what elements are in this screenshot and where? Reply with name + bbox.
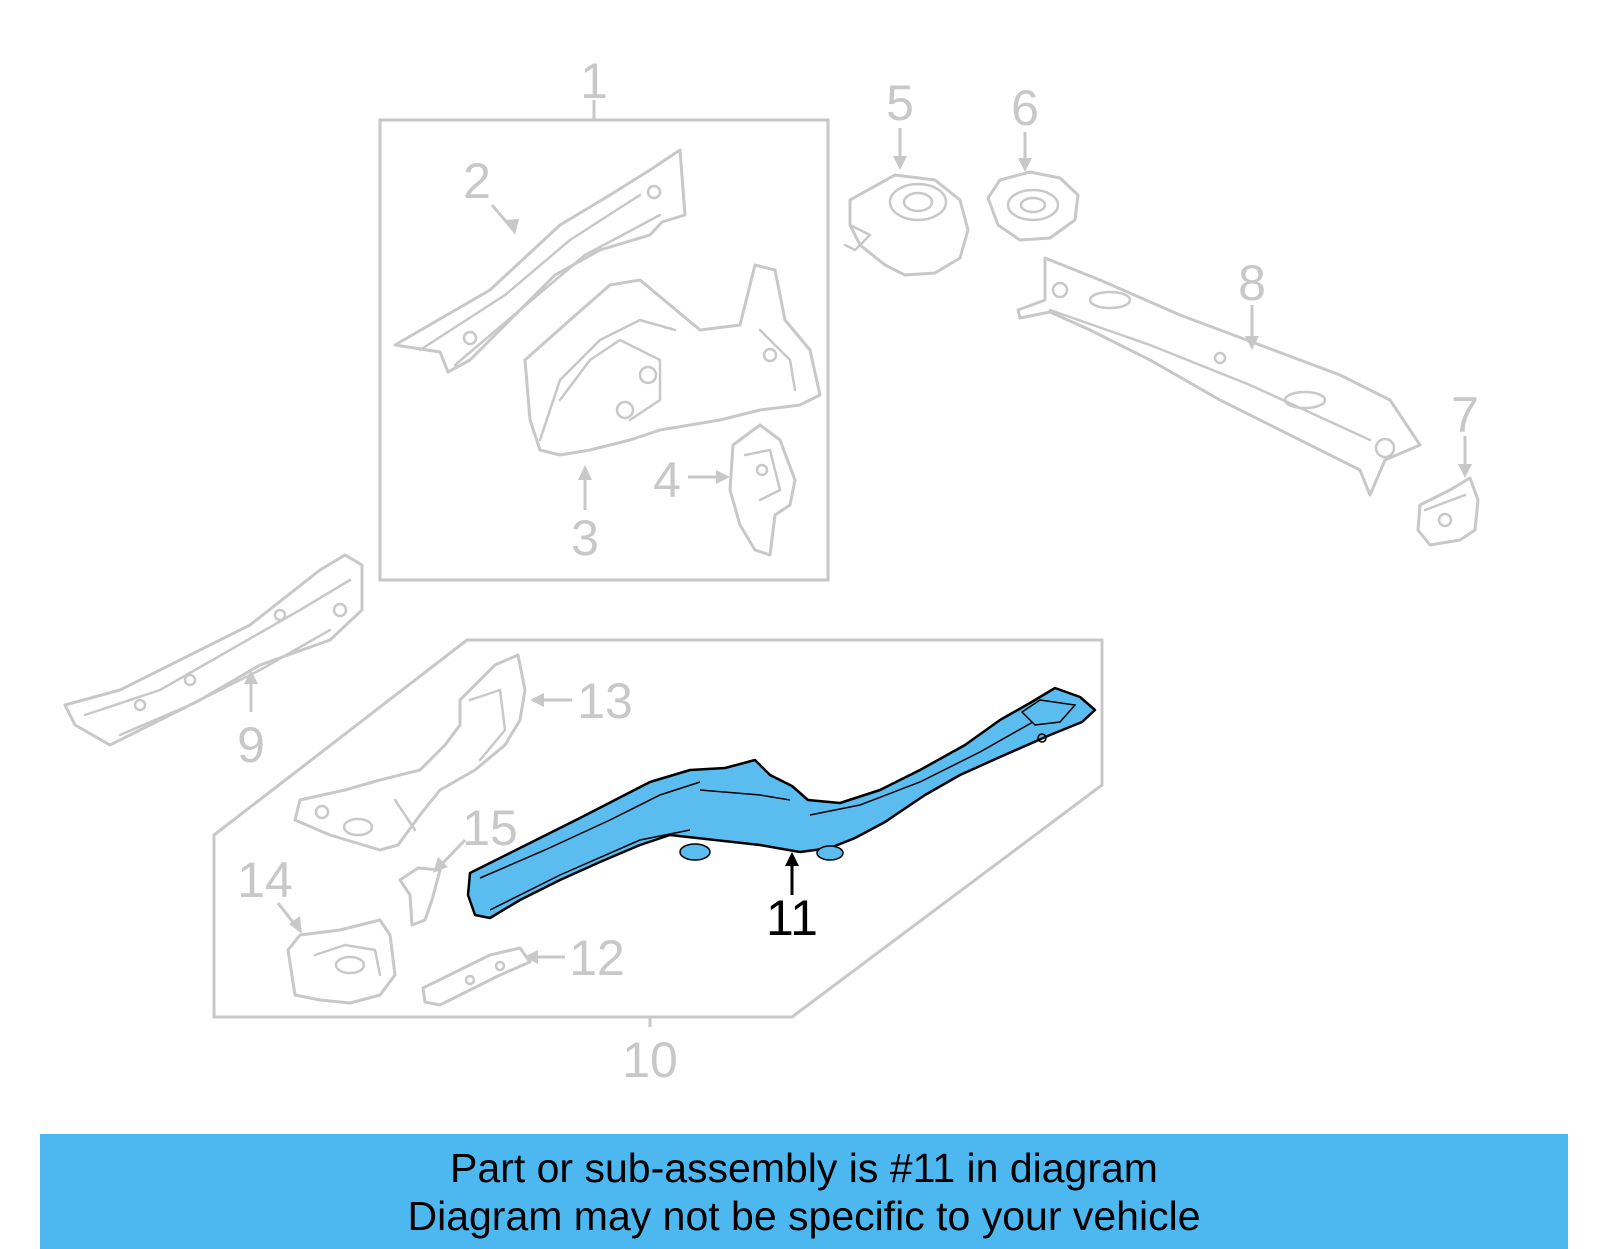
- arrow-14: [289, 916, 302, 934]
- part-13[interactable]: [293, 653, 527, 852]
- part-14[interactable]: [286, 918, 397, 1005]
- arrow-6: [1018, 158, 1032, 172]
- arrow-15: [433, 857, 448, 873]
- arrow-3: [578, 465, 592, 480]
- arrow-2: [505, 219, 519, 235]
- callout-6[interactable]: 6: [1011, 80, 1039, 136]
- info-banner: Part or sub-assembly is #11 in diagram D…: [40, 1134, 1568, 1249]
- callout-7[interactable]: 7: [1451, 387, 1479, 443]
- callout-10[interactable]: 10: [622, 1032, 678, 1088]
- part-9[interactable]: [63, 553, 364, 747]
- arrow-11: [785, 852, 799, 866]
- part-12[interactable]: [421, 946, 532, 1007]
- part-5[interactable]: [843, 173, 970, 277]
- callout-4[interactable]: 4: [653, 452, 681, 508]
- arrow-5: [893, 156, 907, 170]
- callout-2[interactable]: 2: [463, 153, 491, 209]
- part-3[interactable]: [523, 263, 822, 457]
- leader-15: [438, 838, 467, 868]
- group-box-1: [378, 118, 830, 582]
- callout-5[interactable]: 5: [886, 75, 914, 131]
- part-11-highlighted[interactable]: [466, 686, 1097, 920]
- part-6[interactable]: [986, 170, 1080, 242]
- callout-12[interactable]: 12: [569, 930, 625, 986]
- callout-13[interactable]: 13: [577, 673, 633, 729]
- arrow-4: [716, 470, 730, 484]
- callout-9[interactable]: 9: [237, 717, 265, 773]
- part-7[interactable]: [1416, 476, 1480, 547]
- banner-line-2: Diagram may not be specific to your vehi…: [407, 1193, 1201, 1239]
- part-15[interactable]: [398, 866, 442, 927]
- callout-11[interactable]: 11: [766, 890, 818, 946]
- part-4[interactable]: [728, 423, 797, 557]
- arrow-12: [524, 950, 538, 964]
- part-2[interactable]: [393, 148, 687, 374]
- callout-8[interactable]: 8: [1238, 255, 1266, 311]
- arrow-13: [530, 693, 544, 707]
- group-box-10: [212, 638, 1104, 1019]
- part-8[interactable]: [1016, 256, 1422, 497]
- arrow-9: [244, 670, 258, 684]
- callout-1[interactable]: 1: [580, 53, 608, 109]
- banner-line-1: Part or sub-assembly is #11 in diagram: [450, 1145, 1158, 1191]
- callout-15[interactable]: 15: [462, 800, 518, 856]
- callout-3[interactable]: 3: [571, 510, 599, 566]
- callout-14[interactable]: 14: [237, 852, 293, 908]
- arrow-7: [1458, 464, 1472, 478]
- arrow-8: [1245, 336, 1259, 350]
